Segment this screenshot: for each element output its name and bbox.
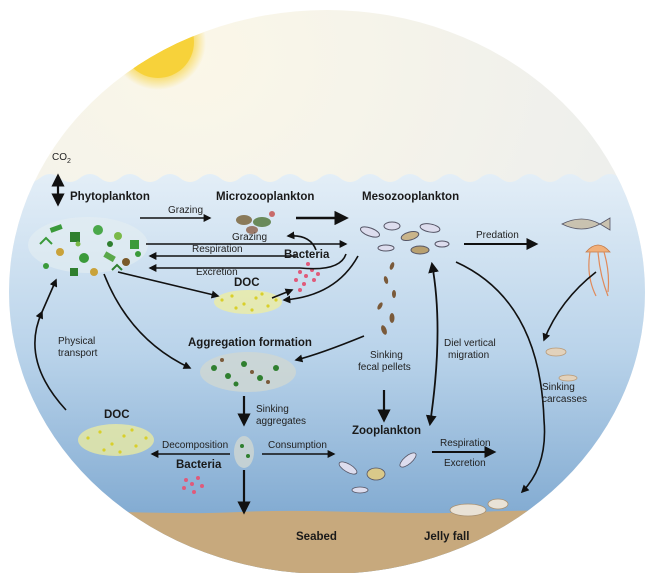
excretion-lower-label: Excretion: [444, 458, 486, 469]
arrow-physical-transport: [34, 280, 67, 411]
arrow-phyto-to-aggregation: [103, 273, 192, 369]
respiration-lower-label: Respiration: [440, 438, 491, 449]
arrow-excretion: [148, 253, 347, 272]
physical-transport-label-2: transport: [58, 348, 98, 359]
fecal-pellets: [377, 262, 396, 335]
arrow-fish-to-carcass: [542, 271, 597, 342]
arrow-bacteria-to-micro: [286, 231, 317, 251]
excretion-label: Excretion: [196, 267, 238, 278]
jelly-fall-remains: [449, 498, 509, 517]
consumption-label: Consumption: [268, 440, 327, 451]
phytoplankton-label: Phytoplankton: [70, 191, 150, 203]
aggregation-formation-label: Aggregation formation: [188, 337, 312, 349]
sinking-fecal-label-2: fecal pellets: [358, 362, 411, 373]
decomposition-label: Decomposition: [162, 440, 228, 451]
zooplankton-label: Zooplankton: [352, 425, 421, 437]
grazing-top-label: Grazing: [168, 205, 203, 216]
water: [9, 174, 645, 573]
microzooplankton-label: Microzooplankton: [216, 191, 314, 203]
arrow-meso-to-seabed: [455, 261, 546, 494]
microzooplankton-cluster: [236, 211, 275, 234]
sinking-fecal-label-1: Sinking: [370, 350, 403, 361]
bacteria-lower-cluster: [182, 476, 204, 494]
arrows: [34, 173, 597, 515]
arrow-diel-migration: [425, 261, 439, 427]
doc-upper-label: DOC: [234, 277, 260, 289]
bacteria-upper-cluster: [294, 262, 320, 292]
sun-core: [122, 10, 194, 78]
sinking-carcasses-label-1: Sinking: [542, 382, 575, 393]
doc-lower-cluster: [78, 424, 154, 456]
doc-upper-cluster: [214, 290, 282, 314]
fish-and-jellyfish: [561, 217, 611, 297]
deep-aggregate: [234, 436, 254, 468]
jelly-fall-label: Jelly fall: [424, 531, 469, 543]
bacteria-upper-label: Bacteria: [284, 249, 330, 261]
aggregation-cluster: [200, 352, 296, 392]
mesozooplankton-label: Mesozooplankton: [362, 191, 459, 203]
sinking-carcasses-label-2: carcasses: [542, 394, 587, 405]
arrow-doc-to-bacteria: [271, 288, 294, 299]
diel-migration-label-1: Diel vertical: [444, 338, 496, 349]
seabed-label: Seabed: [296, 531, 337, 543]
sinking-aggregates-label-1: Sinking: [256, 404, 289, 415]
arrow-meso-to-doc: [282, 255, 359, 304]
bacteria-lower-label: Bacteria: [176, 459, 222, 471]
sinking-carcasses: [545, 347, 578, 382]
respiration-label: Respiration: [192, 244, 243, 255]
arrow-phyto-to-doc: [117, 271, 220, 299]
mesozooplankton-cluster: [360, 221, 450, 255]
labels: CO2 Phytoplankton Microzooplankton Mesoz…: [52, 152, 587, 543]
sinking-aggregates-label-2: aggregates: [256, 416, 306, 427]
zooplankton-deep-cluster: [338, 452, 417, 494]
diel-migration-label-2: migration: [448, 350, 489, 361]
predation-label: Predation: [476, 230, 519, 241]
arrow-meso-to-aggregation: [294, 335, 365, 363]
doc-lower-label: DOC: [104, 409, 130, 421]
phytoplankton-cluster: [28, 217, 148, 276]
physical-transport-label-1: Physical: [58, 336, 95, 347]
co2-label: CO2: [52, 152, 71, 165]
grazing-bottom-label: Grazing: [232, 232, 267, 243]
